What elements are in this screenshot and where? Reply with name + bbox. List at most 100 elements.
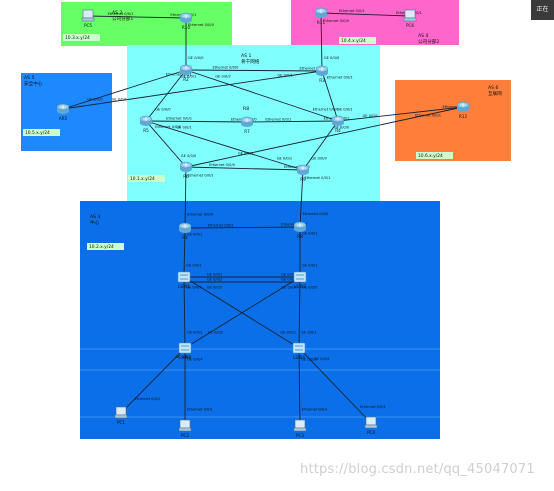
- port-label: Ethernet 0/0/0: [300, 66, 327, 70]
- port-label: Ethernet 0/0/1: [327, 76, 353, 80]
- network-label: 10.6.x.y/24: [418, 153, 443, 159]
- device-pc4[interactable]: PC4: [364, 416, 378, 435]
- switch-icon-body: [177, 271, 191, 283]
- network-label-bg: [128, 175, 165, 182]
- port-label: GE 0/0/2: [208, 331, 223, 335]
- device-label: AR5: [59, 116, 68, 121]
- network-label-bg: [339, 37, 376, 44]
- area-title: AS 4: [418, 33, 429, 39]
- port-label: Ethernet 0/0/1: [304, 176, 330, 180]
- link-lsw2-lsw3: [184, 276, 301, 349]
- link-r6-r9: [185, 166, 304, 171]
- device-pc3[interactable]: PC3: [293, 419, 307, 438]
- router-icon-arrows: [335, 117, 341, 121]
- port-label: Ethernet 0/0/1: [188, 173, 214, 177]
- port-label: Ethernet 0/0/0: [443, 105, 470, 109]
- area-title: AS 5: [24, 75, 35, 81]
- area-title: AS 2: [112, 10, 123, 16]
- link-r6-r1: [184, 166, 187, 229]
- router-icon-arrows: [60, 105, 66, 109]
- device-label: LSW3: [179, 355, 191, 360]
- network-label: 10.4.x.y/24: [341, 38, 366, 44]
- switch-icon-body: [293, 271, 307, 283]
- pc-icon-base: [293, 427, 307, 432]
- device-r8b[interactable]: R8: [293, 221, 307, 239]
- device-label: R10: [182, 25, 191, 30]
- link-r1-lsw1: [183, 227, 186, 278]
- port-label: GE 0/0/4: [281, 285, 297, 289]
- link-lsw4-pc3: [298, 347, 301, 427]
- link-r2-r5: [145, 69, 187, 122]
- device-r3[interactable]: R3: [315, 65, 329, 83]
- device-label: R1: [182, 235, 188, 240]
- router-icon-arrows: [297, 223, 303, 227]
- port-label: GE 0/0/2: [207, 273, 222, 277]
- device-ar5[interactable]: AR5: [56, 103, 70, 121]
- router-icon-arrows: [183, 14, 189, 18]
- network-label: 10.1.x.y/24: [130, 176, 155, 182]
- device-lsw3[interactable]: LSW3: [178, 342, 192, 360]
- device-r7[interactable]: R7: [240, 116, 254, 134]
- link-lsw2-lsw4: [298, 276, 301, 349]
- port-label: GE 0/0/4: [186, 285, 202, 289]
- port-label: GE 0/0/3: [281, 278, 296, 282]
- port-label: Ethernet 0/0/0: [323, 19, 350, 23]
- pc-icon-screen: [115, 406, 127, 416]
- switch-icon-body: [292, 342, 306, 354]
- device-r6[interactable]: R6: [179, 161, 193, 179]
- port-label: Ethernet 0/0/1: [339, 9, 365, 13]
- network-label: 10.5.x.y/24: [25, 130, 50, 136]
- device-label: LSW4: [293, 355, 305, 360]
- port-label: GE 0/0/3: [207, 278, 222, 282]
- device-label: PC5: [84, 23, 92, 28]
- device-pc2[interactable]: PC2: [178, 419, 192, 438]
- port-label: GE 0/0/1: [112, 98, 127, 102]
- area-subtitle: 中心: [90, 219, 100, 226]
- device-r10[interactable]: R10: [179, 12, 193, 30]
- device-r2[interactable]: R2: [179, 64, 193, 82]
- pc-icon-base: [364, 424, 378, 429]
- device-lsw1[interactable]: LSW1: [177, 271, 191, 289]
- network-label-bg: [87, 243, 124, 250]
- network-label-bg: [416, 152, 453, 159]
- link-lsw4-pc4: [298, 347, 372, 424]
- area-title: AS 6: [488, 85, 499, 91]
- network-label: 10.2.x.y/24: [89, 244, 114, 250]
- router-icon-arrows: [183, 66, 189, 70]
- area-title: AS 1: [241, 53, 252, 59]
- port-label: Ethernet 0/0/0: [313, 107, 340, 111]
- device-r4[interactable]: R4: [331, 115, 345, 133]
- link-r1-r8b: [184, 226, 301, 229]
- device-lsw2[interactable]: LSW2: [293, 271, 307, 289]
- pc-icon-screen: [404, 9, 416, 19]
- link-r3-r4: [321, 70, 339, 122]
- device-r1[interactable]: R1: [178, 222, 192, 240]
- port-label: Ethernet 0/0/1: [265, 117, 291, 121]
- pc-icon-base: [81, 17, 95, 22]
- device-r12[interactable]: R12: [456, 101, 470, 119]
- port-label: GE 0/0/1: [238, 152, 253, 156]
- device-r5[interactable]: R5: [139, 115, 153, 133]
- device-pc6[interactable]: PC6: [403, 9, 417, 28]
- port-label: GE 0/0/5: [207, 285, 222, 289]
- device-pc5[interactable]: PC5: [81, 9, 95, 28]
- router-icon-arrows: [183, 163, 189, 167]
- port-label: Ethernet 0/0/1: [208, 223, 234, 227]
- device-pc1[interactable]: PC1: [114, 406, 128, 425]
- device-label: R7: [244, 129, 250, 134]
- pc-icon-screen: [365, 416, 377, 426]
- top-right-badge: 正在: [531, 0, 554, 20]
- port-label: GE 0/0/1: [277, 73, 292, 77]
- port-label: GE 0/0/1: [302, 232, 317, 236]
- port-label: GE 0/0/1: [176, 125, 191, 129]
- device-label: PC6: [406, 23, 414, 28]
- switch-icon-body: [178, 342, 192, 354]
- area-title: AS 3: [90, 214, 101, 220]
- link-r12-r6: [185, 106, 464, 168]
- port-label: GE 0/0/0: [87, 97, 103, 101]
- link-r3-ar5: [62, 70, 323, 110]
- device-r9[interactable]: R9: [296, 164, 310, 182]
- port-label: Ethernet 0/0/0: [188, 23, 215, 27]
- device-lsw4[interactable]: LSW4: [292, 342, 306, 360]
- device-r11[interactable]: R11: [314, 7, 328, 25]
